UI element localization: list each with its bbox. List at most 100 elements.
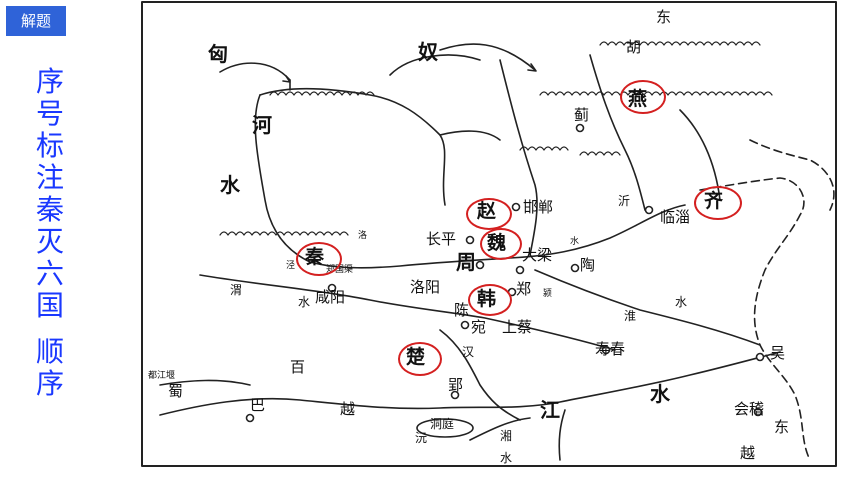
- label-yuan: 沅: [415, 431, 428, 445]
- wan-dot: [460, 320, 470, 330]
- changping-dot: [465, 235, 475, 245]
- label-linzi: 临淄: [660, 208, 691, 226]
- label-kuaiji: 会稽: [734, 400, 765, 418]
- label-donghu-1: 东: [656, 8, 672, 26]
- label-shouchun: 寿春: [595, 340, 626, 358]
- label-handan: 邯郸: [523, 198, 554, 216]
- label-he-shui: 水: [220, 173, 240, 197]
- label-zhou: 周: [456, 250, 476, 274]
- circle-han: [468, 284, 512, 316]
- great-wall-zhao-2: [579, 151, 621, 156]
- yuan-river: [469, 417, 531, 441]
- linzi-dot: [644, 205, 654, 215]
- label-daliang: 大梁: [522, 246, 553, 264]
- label-shangcai: 上蔡: [502, 318, 533, 336]
- label-ying: 郢: [448, 376, 464, 394]
- label-luoyang: 洛阳: [410, 278, 441, 296]
- wu-dot: [755, 352, 765, 362]
- arrow-head: [282, 75, 291, 83]
- label-xiongnu-1: 匈: [208, 42, 228, 66]
- great-wall-west: [269, 91, 375, 96]
- label-dongting: 洞庭: [430, 417, 455, 431]
- title-char: 号: [35, 97, 64, 130]
- daliang-dot: [515, 265, 525, 275]
- label-zheng: 郑: [516, 280, 532, 298]
- fen-river: [499, 59, 538, 256]
- ba-dot: [245, 413, 255, 423]
- label-yue-sea: 越: [740, 444, 756, 462]
- label-donghu-2: 胡: [626, 38, 642, 56]
- wei-han-river: [199, 274, 616, 351]
- great-wall-qin: [219, 231, 349, 236]
- circle-zhao: [466, 198, 512, 230]
- label-tao: 陶: [580, 256, 596, 274]
- title-char: 灭: [35, 225, 64, 258]
- title-char: 注: [35, 161, 64, 194]
- han-river: [439, 329, 521, 421]
- title-char: 六: [35, 257, 64, 290]
- label-huai-shui: 水: [675, 295, 688, 309]
- ji-dot: [575, 123, 585, 133]
- label-luo: 洛: [358, 231, 368, 241]
- circle-wei: [480, 228, 522, 260]
- label-dong-sea: 东: [774, 418, 790, 436]
- xiongnu-arrow-1: [219, 62, 291, 81]
- label-han-river: 汉: [462, 345, 475, 359]
- great-wall-zhao: [519, 146, 569, 151]
- label-jing: 泾: [286, 261, 296, 271]
- handan-dot: [511, 202, 521, 212]
- map-drawing: [141, 1, 837, 467]
- title-char: 秦: [35, 193, 64, 226]
- title-char: 标: [35, 129, 64, 162]
- label-xiang: 湘: [500, 429, 513, 443]
- label-wei-river: 渭: [230, 283, 243, 297]
- great-wall-far-north: [599, 41, 761, 46]
- xianyang-dot: [327, 283, 337, 293]
- xiongnu-arrow-3: [439, 43, 536, 71]
- title-char: 顺: [35, 335, 64, 368]
- circle-chu: [398, 342, 442, 376]
- min-river: [159, 379, 251, 386]
- label-wu: 吴: [770, 344, 786, 362]
- label-ying-shui: 颍: [543, 289, 553, 299]
- dongting-lake: [416, 418, 474, 438]
- xiang-river: [558, 409, 566, 461]
- label-baiyue-1: 百: [290, 358, 306, 376]
- label-chen: 陈: [454, 301, 470, 319]
- coastline: [699, 177, 811, 461]
- title-char: 序: [35, 65, 64, 98]
- label-dujiangyan: 都江堰: [148, 371, 176, 381]
- circle-qin: [296, 242, 342, 276]
- title-gap: [30, 322, 70, 336]
- label-baiyue-2: 越: [340, 400, 356, 418]
- yellow-river-main: [254, 94, 686, 269]
- label-ji: 蓟: [574, 106, 590, 124]
- label-xianyang: 咸阳: [315, 288, 346, 306]
- bohai-coast: [749, 139, 835, 211]
- label-wei-river-shui: 水: [298, 295, 311, 309]
- tao-dot: [570, 263, 580, 273]
- label-he: 河: [252, 113, 272, 137]
- label-huai: 淮: [624, 309, 637, 323]
- label-yi-river: 沂: [618, 194, 631, 208]
- label-wan: 宛: [471, 318, 487, 336]
- xiongnu-arrow-2: [389, 54, 481, 76]
- label-changping: 长平: [426, 230, 457, 248]
- luoyang-dot: [475, 260, 485, 270]
- shouchun-dot: [601, 345, 611, 355]
- label-jiang-shui: 水: [650, 382, 670, 406]
- yangtze-river: [159, 351, 781, 416]
- yellow-river-loop: [259, 87, 446, 206]
- warring-states-map: 匈 奴 东 胡 河 水 燕 蓟 赵 邯郸 齐 临淄 沂 长平 魏 大梁 周 陶 …: [140, 0, 840, 470]
- ying-dot: [450, 390, 460, 400]
- label-jiang: 江: [540, 398, 560, 422]
- label-xiang-shui: 水: [500, 451, 513, 465]
- north-river: [589, 54, 646, 211]
- kuaiji-dot: [753, 407, 763, 417]
- solution-badge: 解题: [6, 6, 66, 36]
- label-wei-small: 水: [570, 237, 580, 247]
- title-char: 国: [35, 289, 64, 322]
- vertical-title: 序 号 标 注 秦 灭 六 国 顺 序: [30, 66, 70, 400]
- label-zhengguo: 郑国渠: [326, 265, 354, 275]
- circle-yan: [620, 80, 666, 114]
